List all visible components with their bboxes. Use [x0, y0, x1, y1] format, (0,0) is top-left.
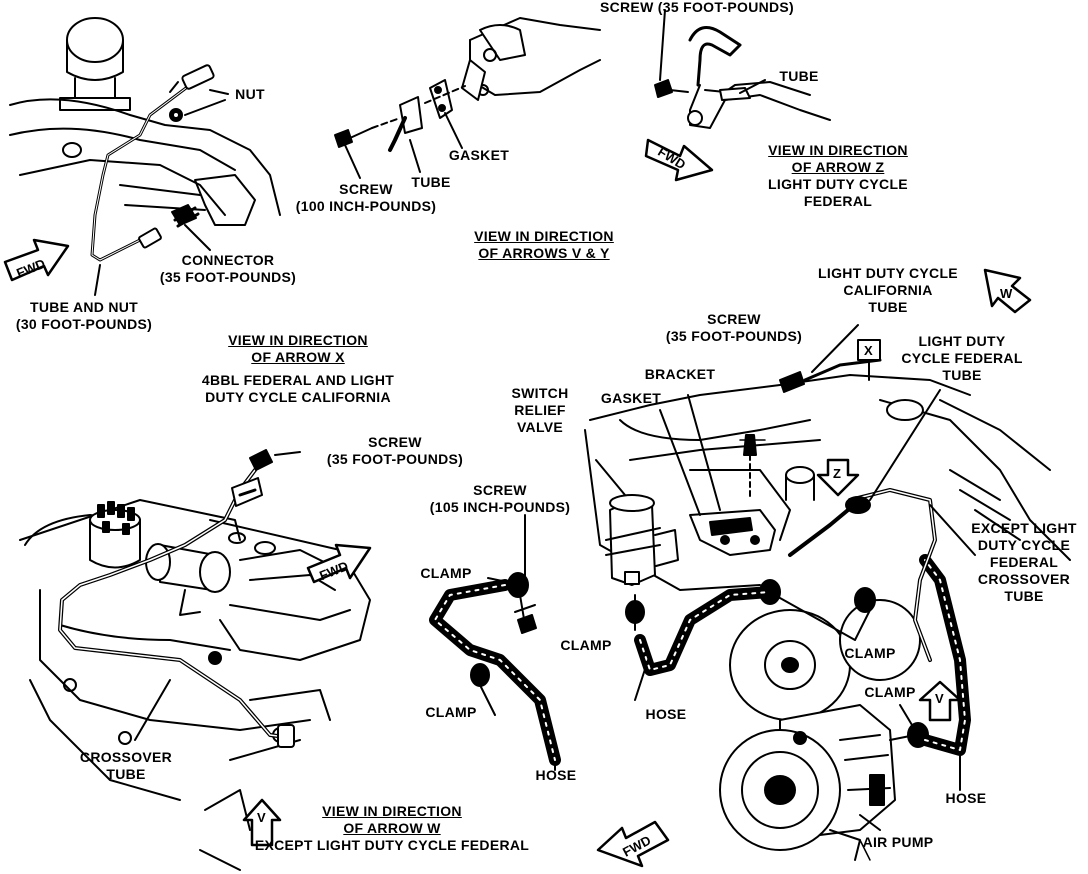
view-caption-line: EXCEPT LIGHT DUTY CYCLE FEDERAL: [254, 837, 530, 853]
view-caption-line: OF ARROW Z: [791, 159, 885, 175]
screw-label: SCREW: [473, 482, 527, 498]
hose-label: HOSE: [535, 767, 577, 783]
screw-torque: (35 FOOT-POUNDS): [326, 451, 464, 467]
air-pump-label: AIR PUMP: [862, 834, 934, 850]
view-caption-line: OF ARROWS V & Y: [478, 245, 610, 261]
screw-100-callout: SCREW (100 INCH-POUNDS): [296, 181, 436, 215]
arrow-w-label: W: [1000, 286, 1013, 301]
view-z-caption: VIEW IN DIRECTION OF ARROW Z LIGHT DUTY …: [768, 142, 908, 210]
nut-label: NUT: [235, 86, 265, 102]
arrow-v-label: V: [935, 691, 944, 706]
hose-label: HOSE: [645, 706, 687, 722]
except-ldc-label: DUTY CYCLE: [977, 537, 1071, 553]
connector-label: CONNECTOR: [181, 252, 275, 268]
screw-x-callout: SCREW (35 FOOT-POUNDS): [327, 434, 463, 468]
screw-torque: (105 INCH-POUNDS): [429, 499, 571, 515]
view-z-tube-drawing: [654, 9, 831, 129]
switch-relief-valve-label: SWITCH: [511, 385, 569, 401]
tube-nut-label: TUBE AND NUT: [29, 299, 139, 315]
gasket-label: GASKET: [600, 390, 662, 406]
switch-relief-valve-label: VALVE: [516, 419, 564, 435]
arrow-v-label: V: [257, 810, 266, 825]
hose-label: HOSE: [945, 790, 987, 806]
ldc-federal-label: CYCLE FEDERAL: [901, 350, 1023, 366]
view-w-engine-drawing: [429, 324, 1071, 861]
gasket-label: GASKET: [448, 147, 510, 163]
tube-z-label: TUBE: [779, 68, 819, 84]
ldc-federal-callout: LIGHT DUTY CYCLE FEDERAL TUBE: [901, 333, 1022, 384]
arrow-z-label: Z: [833, 466, 841, 481]
tube-label: TUBE: [411, 174, 451, 190]
view-caption-line: 4BBL FEDERAL AND LIGHT: [201, 372, 395, 388]
except-ldc-label: FEDERAL: [989, 554, 1059, 570]
view-y-engine-drawing: [9, 17, 281, 296]
view-caption-line: VIEW IN DIRECTION: [474, 228, 614, 244]
view-x-caption: VIEW IN DIRECTION OF ARROW X 4BBL FEDERA…: [202, 332, 394, 406]
screw-label: SCREW: [707, 311, 761, 327]
view-caption-line: VIEW IN DIRECTION: [322, 803, 462, 819]
ldc-california-callout: LIGHT DUTY CYCLE CALIFORNIA TUBE: [818, 265, 958, 316]
except-ldc-federal-callout: EXCEPT LIGHT DUTY CYCLE FEDERAL CROSSOVE…: [971, 520, 1077, 605]
fwd-arrow-icon: [596, 820, 670, 868]
screw-w-callout: SCREW (35 FOOT-POUNDS): [666, 311, 802, 345]
screw-torque: (100 INCH-POUNDS): [295, 198, 437, 214]
fwd-arrow-icon: [306, 543, 372, 584]
clamp-label: CLAMP: [425, 704, 477, 720]
screw-torque: (35 FOOT-POUNDS): [665, 328, 803, 344]
connector-torque: (35 FOOT-POUNDS): [159, 269, 297, 285]
clamp-label: CLAMP: [844, 645, 896, 661]
screw-label: SCREW: [368, 434, 422, 450]
switch-relief-valve-callout: SWITCH RELIEF VALVE: [511, 385, 568, 436]
view-w-caption: VIEW IN DIRECTION OF ARROW W EXCEPT LIGH…: [255, 803, 529, 854]
view-arrow-icon: [816, 458, 860, 497]
screw-105-callout: SCREW (105 INCH-POUNDS): [430, 482, 570, 516]
ldc-federal-label: LIGHT DUTY: [918, 333, 1006, 349]
view-arrow-icon: [242, 798, 282, 847]
except-ldc-label: CROSSOVER: [977, 571, 1071, 587]
crossover-label: CROSSOVER: [79, 749, 173, 765]
except-ldc-label: TUBE: [1004, 588, 1044, 604]
view-caption-line: VIEW IN DIRECTION: [228, 332, 368, 348]
ldc-california-label: LIGHT DUTY CYCLE: [818, 265, 958, 281]
tube-nut-torque: (30 FOOT-POUNDS): [15, 316, 153, 332]
except-ldc-label: EXCEPT LIGHT: [971, 520, 1077, 536]
view-arrow-icon: [857, 339, 881, 381]
view-caption-line: OF ARROW X: [251, 349, 345, 365]
view-vy-caption: VIEW IN DIRECTION OF ARROWS V & Y: [474, 228, 614, 262]
view-caption-line: FEDERAL: [803, 193, 873, 209]
view-caption-line: DUTY CYCLE CALIFORNIA: [205, 389, 391, 405]
ldc-california-label: TUBE: [868, 299, 908, 315]
view-caption-line: LIGHT DUTY CYCLE: [768, 176, 908, 192]
view-arrow-icon: [918, 680, 962, 722]
crossover-label: TUBE: [106, 766, 146, 782]
arrow-x-label: X: [864, 343, 873, 358]
view-vy-engine-drawing: [334, 17, 601, 179]
screw-top-label: SCREW (35 FOOT-POUNDS): [599, 0, 795, 15]
switch-relief-valve-label: RELIEF: [514, 402, 566, 418]
ldc-federal-label: TUBE: [942, 367, 982, 383]
tube-nut-callout: TUBE AND NUT (30 FOOT-POUNDS): [16, 299, 152, 333]
ldc-california-label: CALIFORNIA: [843, 282, 933, 298]
clamp-label: CLAMP: [864, 684, 916, 700]
crossover-tube-callout: CROSSOVER TUBE: [80, 749, 172, 783]
view-arrow-icon: [983, 268, 1032, 314]
clamp-label: CLAMP: [560, 637, 612, 653]
screw-label: SCREW: [339, 181, 393, 197]
view-caption-line: OF ARROW W: [343, 820, 441, 836]
connector-callout: CONNECTOR (35 FOOT-POUNDS): [160, 252, 296, 286]
bracket-label: BRACKET: [644, 366, 716, 382]
fwd-arrow-icon: [644, 138, 714, 182]
clamp-label: CLAMP: [420, 565, 472, 581]
view-caption-line: VIEW IN DIRECTION: [768, 142, 908, 158]
fwd-arrow-icon: [3, 238, 70, 282]
